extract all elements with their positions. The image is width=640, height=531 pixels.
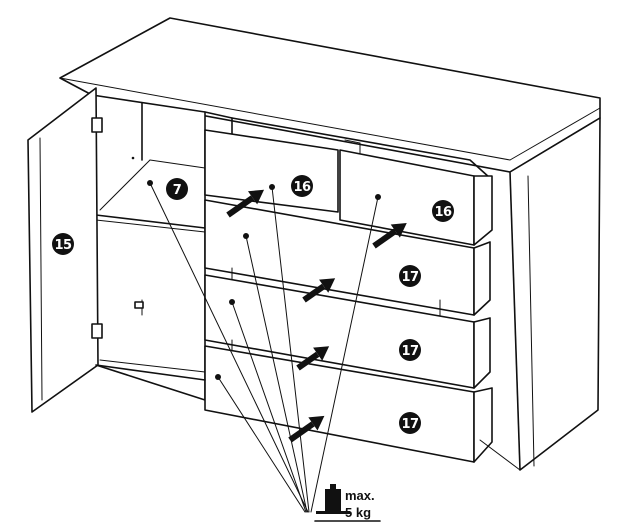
weight-limit-line2: 5 kg <box>345 505 371 520</box>
push-arrow-icon <box>296 346 330 371</box>
push-arrow-icon <box>226 189 265 218</box>
part-badge-top-drawer-right: 16 <box>432 200 454 222</box>
svg-text:16: 16 <box>434 205 452 220</box>
push-arrow-icon <box>372 223 407 249</box>
part-badge-shelf: 7 <box>166 178 188 200</box>
push-arrows <box>226 189 407 443</box>
svg-text:7: 7 <box>173 183 182 198</box>
part-badge-door: 15 <box>52 233 74 255</box>
top-drawer-left <box>204 129 339 213</box>
weight-limit-line1: max. <box>345 488 375 503</box>
part-badge-drawer-3: 17 <box>399 339 421 361</box>
part-badge-drawer-2: 17 <box>399 265 421 287</box>
push-arrow-icon <box>302 278 336 303</box>
cabinet-base <box>95 364 521 471</box>
cabinet-right-side <box>509 117 601 471</box>
svg-text:17: 17 <box>401 270 419 285</box>
weight-limit: max. 5 kg <box>314 484 381 522</box>
svg-text:17: 17 <box>401 344 419 359</box>
load-pointer-lines <box>147 180 381 513</box>
push-arrow-icon <box>288 415 325 443</box>
svg-text:17: 17 <box>401 417 419 432</box>
svg-text:15: 15 <box>54 238 72 253</box>
weight-icon <box>316 484 350 514</box>
part-badge-drawer-4: 17 <box>399 412 421 434</box>
cabinet-left-compartment <box>91 94 206 401</box>
svg-text:16: 16 <box>293 180 311 195</box>
part-badge-top-drawer-left: 16 <box>291 175 313 197</box>
